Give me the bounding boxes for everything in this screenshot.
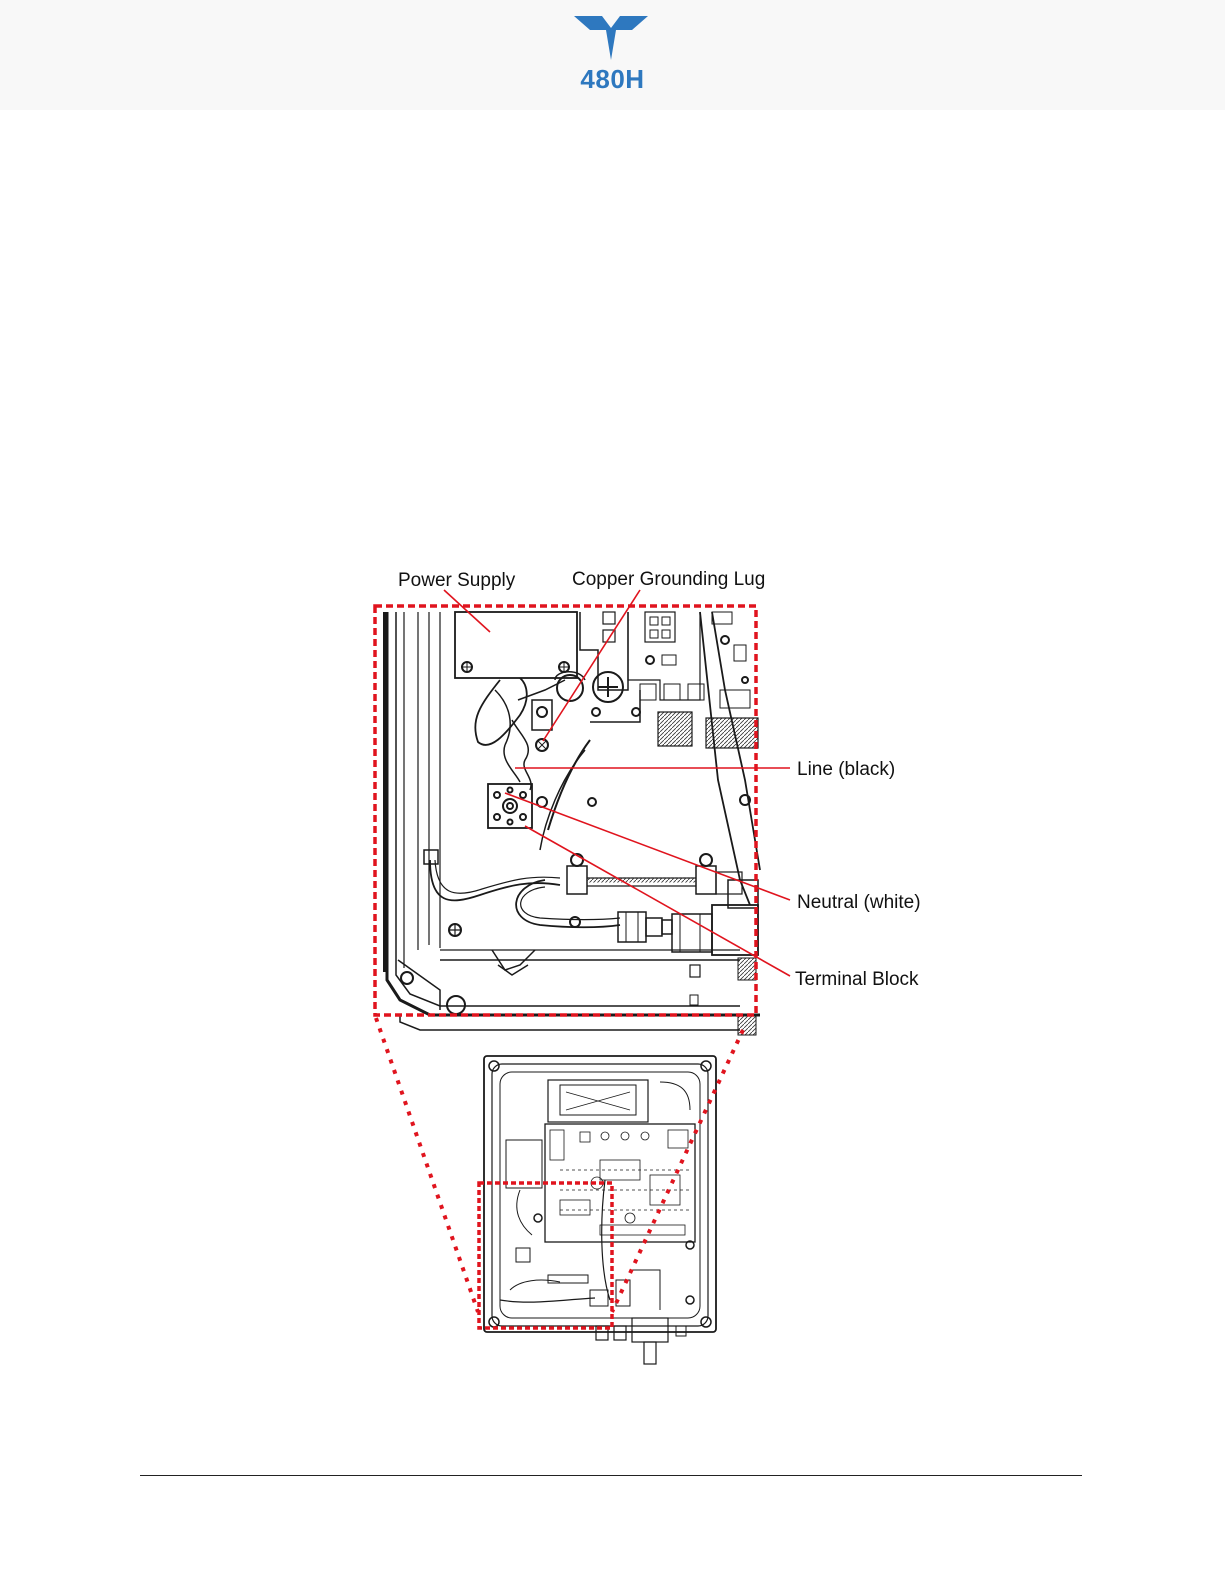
footer-divider — [140, 1475, 1082, 1476]
label-terminal-block: Terminal Block — [795, 969, 919, 990]
label-line-black: Line (black) — [797, 759, 895, 780]
label-power-supply: Power Supply — [398, 570, 516, 591]
label-neutral-white: Neutral (white) — [797, 892, 921, 913]
detail-view — [383, 612, 760, 1035]
label-grounding-lug: Copper Grounding Lug — [572, 569, 765, 590]
overview-enclosure — [484, 1056, 716, 1364]
zoom-line-left — [376, 1018, 478, 1312]
